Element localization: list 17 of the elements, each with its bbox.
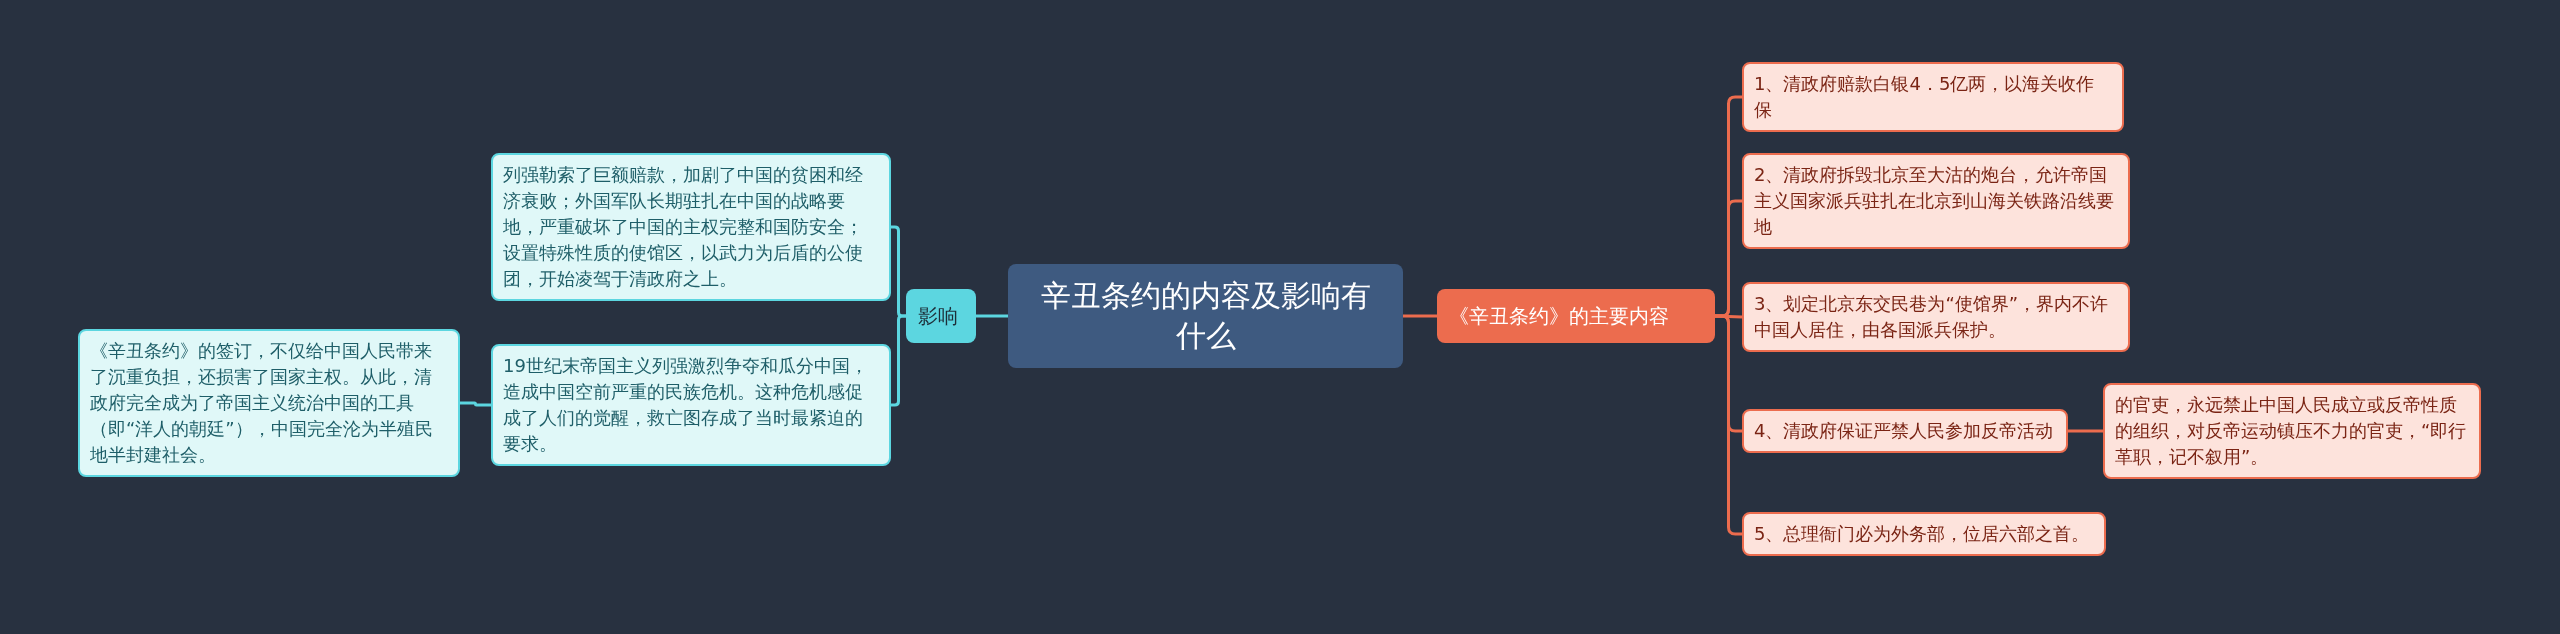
connector (1403, 314, 1437, 318)
item-box: 2、清政府拆毁北京至大沽的炮台，允许帝国主义国家派兵驻扎在北京到山海关铁路沿线要地 (1742, 153, 2130, 249)
central-topic-box: 辛丑条约的内容及影响有什么 (1008, 264, 1403, 368)
connector (2068, 429, 2103, 433)
connector (891, 314, 906, 407)
item-box: 4、清政府保证严禁人民参加反帝活动 (1742, 409, 2068, 453)
item-box: 5、总理衙门必为外务部，位居六部之首。 (1742, 512, 2106, 556)
item-box: 3、划定北京东交民巷为“使馆界”，界内不许中国人居住，由各国派兵保护。 (1742, 282, 2130, 352)
note-box: 列强勒索了巨额赔款，加剧了中国的贫困和经济衰败；外国军队长期驻扎在中国的战略要地，严重破坏了中国的主权完整和国防安全；设置特殊性质的使馆区，以武力为后盾的公使团，开始凌驾于清政府之上。 (491, 153, 891, 301)
note-box: 19世纪末帝国主义列强激烈争夺和瓜分中国，造成中国空前严重的民族危机。这种危机感促成了人们的觉醒，救亡图存成了当时最紧迫的要求。 (491, 344, 891, 466)
connector (460, 401, 491, 407)
topic-box: 《辛丑条约》的主要内容 (1437, 289, 1715, 343)
note-box: 《辛丑条约》的签订，不仅给中国人民带来了沉重负担，还损害了国家主权。从此，清政府完全成为了帝国主义统治中国的工具（即“洋人的朝廷”），中国完全沦为半殖民地半封建社会。 (78, 329, 460, 477)
topic-box: 影响 (906, 289, 976, 343)
item-box: 1、清政府赔款白银4．5亿两，以海关收作保 (1742, 62, 2124, 132)
note-box: 的官吏，永远禁止中国人民成立或反帝性质的组织，对反帝运动镇压不力的官吏，“即行革职，记不叙用”。 (2103, 383, 2481, 479)
connector (976, 314, 1008, 318)
